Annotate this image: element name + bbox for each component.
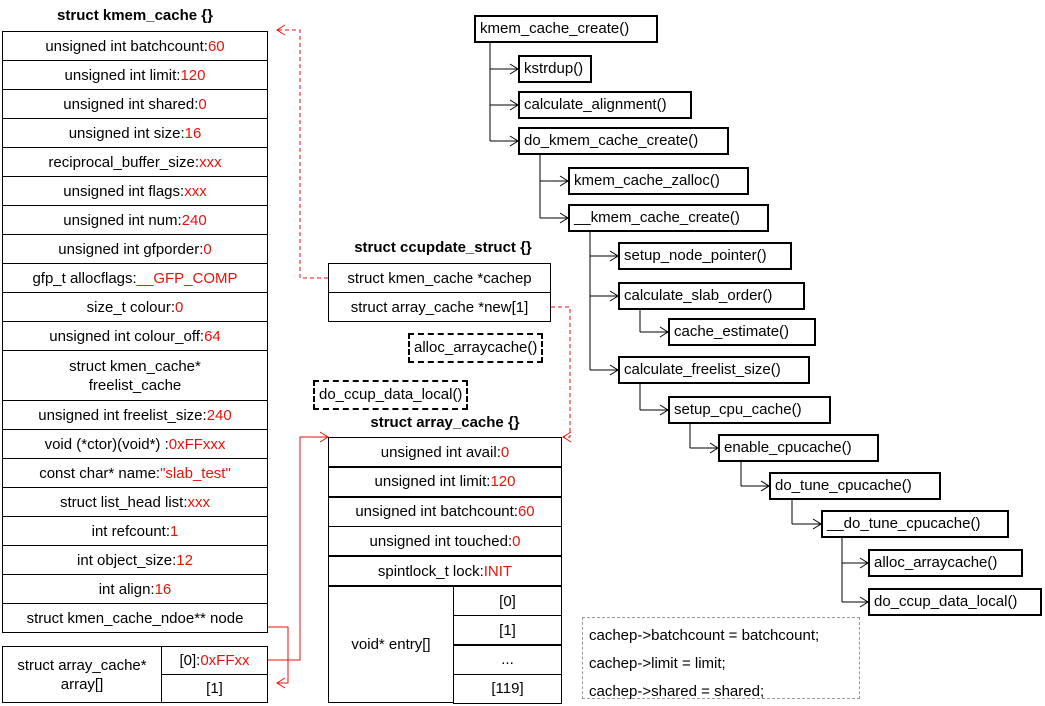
field-label: void (*ctor)(void*) : <box>44 435 169 453</box>
call-tree-node: kmem_cache_zalloc() <box>568 167 749 195</box>
field-label: unsigned int touched: <box>369 532 513 550</box>
field-value: 64 <box>204 327 221 345</box>
field-label: unsigned int avail: <box>380 443 501 461</box>
field-label: unsigned int flags: <box>63 182 185 200</box>
field-label: unsigned int limit: <box>64 66 181 84</box>
field-value: 0 <box>203 240 212 258</box>
field-label: unsigned int colour_off: <box>49 327 205 345</box>
array-item-0-label: [0]: <box>179 652 201 669</box>
code-line-1: cachep->batchcount = batchcount; <box>589 627 820 644</box>
field-label: struct list_head list: <box>59 493 188 511</box>
call-tree-node: kstrdup() <box>518 55 592 83</box>
field-label: unsigned int gfporder: <box>58 240 204 258</box>
field-value: 16 <box>154 580 172 598</box>
field-value: __GFP_COMP <box>136 269 238 287</box>
call-tree-node: calculate_freelist_size() <box>618 356 810 384</box>
field-value: 0xFFxxx <box>168 435 226 453</box>
field-value: xxx <box>187 493 211 511</box>
field-label: int align: <box>98 580 155 598</box>
call-tree-node: calculate_alignment() <box>518 91 692 119</box>
field-label: gfp_t allocflags: <box>32 269 137 287</box>
field-label: struct kmen_cache_ndoe** node <box>26 609 244 627</box>
new-pointer-line <box>551 306 571 438</box>
code-line-3: cachep->shared = shared; <box>589 683 765 700</box>
cachep-pointer-line <box>277 29 328 279</box>
array-cache-field: unsigned int avail: 0 <box>328 437 562 467</box>
field-label: int refcount: <box>91 522 171 540</box>
kmem-cache-field: struct kmen_cache_ndoe** node <box>2 603 268 633</box>
array-label-line2: array[] <box>60 675 104 693</box>
field-value: 120 <box>180 66 206 84</box>
call-tree-node: setup_cpu_cache() <box>668 396 831 424</box>
field-value: 16 <box>184 124 202 142</box>
field-label: unsigned int num: <box>63 211 182 229</box>
field-label-2: freelist_cache <box>88 376 182 394</box>
code-snippet: cachep->batchcount = batchcount; cachep-… <box>582 617 860 700</box>
field-label: unsigned int batchcount: <box>45 37 208 55</box>
arrow-icon <box>319 431 329 443</box>
array-item-1-label: [1] <box>206 680 223 697</box>
call-tree-node: kmem_cache_create() <box>474 15 658 43</box>
call-tree-node: alloc_arraycache() <box>868 549 1023 577</box>
field-value: 0 <box>500 443 510 461</box>
call-tree-node: cache_estimate() <box>668 318 816 346</box>
field-label: reciprocal_buffer_size: <box>48 153 200 171</box>
ccupdate-new: struct array_cache *new[1] <box>328 292 551 322</box>
field-label: const char* name: <box>39 464 161 482</box>
array-cache-field: unsigned int limit: 120 <box>328 466 562 497</box>
field-value: 60 <box>517 503 535 521</box>
array-label-line1: struct array_cache* <box>17 656 147 674</box>
field-value: 0 <box>175 298 184 316</box>
call-tree-node: __kmem_cache_create() <box>568 204 769 232</box>
array-cache-title: struct array_cache {} <box>370 414 520 431</box>
call-tree-node: enable_cpucache() <box>718 434 879 462</box>
field-value: 120 <box>490 473 516 491</box>
field-value: INIT <box>483 562 513 580</box>
arrow-icon <box>276 677 286 689</box>
call-tree-node: __do_tune_cpucache() <box>821 510 1009 538</box>
array-cache-field: unsigned int batchcount: 60 <box>328 496 562 527</box>
kmem-cache-title: struct kmem_cache {} <box>57 7 213 24</box>
field-label: size_t colour: <box>86 298 176 316</box>
call-tree-node: setup_node_pointer() <box>618 242 792 270</box>
field-label: unsigned int shared: <box>63 95 199 113</box>
call-tree-node: calculate_slab_order() <box>618 282 805 310</box>
field-value: 240 <box>206 406 232 424</box>
ccupdate-struct-title: struct ccupdate_struct {} <box>354 239 532 256</box>
call-tree-node: do_kmem_cache_create() <box>518 127 729 155</box>
field-label: struct kmen_cache* <box>69 357 201 375</box>
alloc-arraycache-note: alloc_arraycache() <box>408 333 544 363</box>
array-pointer-line <box>268 436 328 661</box>
field-value: xxx <box>199 153 222 171</box>
array-cache-field: spintlock_t lock: INIT <box>328 556 562 587</box>
field-value: xxx <box>184 182 207 200</box>
arrow-icon <box>276 24 286 36</box>
array-cache-field: unsigned int touched: 0 <box>328 526 562 557</box>
field-label: unsigned int limit: <box>374 473 491 491</box>
field-label: unsigned int size: <box>68 124 185 142</box>
field-value: 1 <box>170 522 179 540</box>
field-value: 60 <box>207 37 225 55</box>
field-label: unsigned int freelist_size: <box>38 406 207 424</box>
call-tree-node: do_tune_cpucache() <box>769 472 941 500</box>
node-pointer-line <box>268 626 289 684</box>
field-value: 0 <box>512 532 521 550</box>
arrow-icon <box>562 431 572 443</box>
field-label: unsigned int batchcount: <box>355 503 518 521</box>
do-ccup-data-local-note: do_ccup_data_local() <box>313 380 469 410</box>
field-label: spintlock_t lock: <box>377 562 484 580</box>
code-line-2: cachep->limit = limit; <box>589 655 726 672</box>
field-value: 240 <box>181 211 207 229</box>
array-item-0-value: 0xFFxx <box>200 652 250 669</box>
field-value: 12 <box>176 551 193 569</box>
field-label: int object_size: <box>77 551 177 569</box>
call-tree-node: do_ccup_data_local() <box>868 588 1042 616</box>
kmem-cache-field: struct kmen_cache*freelist_cache <box>2 350 268 401</box>
field-value: 0 <box>198 95 207 113</box>
field-value: "slab_test" <box>160 464 231 482</box>
